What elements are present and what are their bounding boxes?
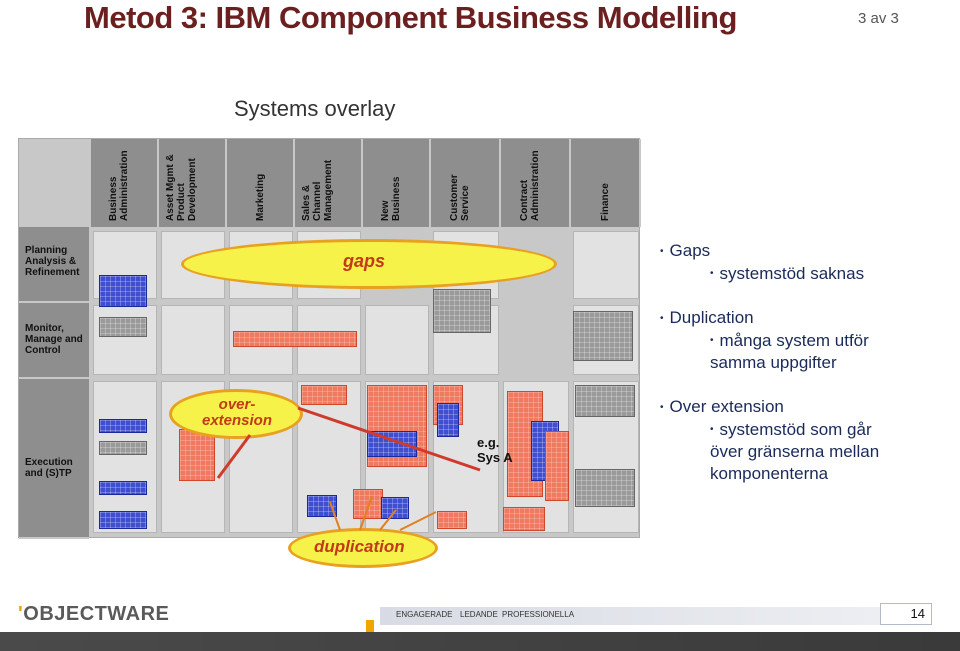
system-block xyxy=(575,385,635,417)
value-label: PROFESSIONELLA xyxy=(502,610,575,619)
system-block xyxy=(503,507,545,531)
systems-overlay-diagram: Business Administration Asset Mgmt & Pro… xyxy=(18,138,641,539)
slide-title: Metod 3: IBM Component Business Modellin… xyxy=(84,0,737,35)
system-block xyxy=(573,311,633,361)
column-header: Finance xyxy=(571,139,641,227)
objectware-logo: 'OBJECTWARE xyxy=(18,603,169,626)
component-cell xyxy=(93,305,157,375)
column-header: Sales & Channel Management xyxy=(295,139,363,227)
system-block xyxy=(99,481,147,495)
bullet-dot-icon: • xyxy=(710,424,714,436)
component-cell xyxy=(365,305,429,375)
component-cell xyxy=(573,231,639,299)
example-system-label: e.g. Sys A xyxy=(477,435,513,465)
row-header: Execution and (S)TP xyxy=(19,379,89,539)
column-header: Asset Mgmt & Product Development xyxy=(159,139,227,227)
system-block xyxy=(99,419,147,433)
system-block xyxy=(545,431,569,501)
bullet-dot-icon: • xyxy=(710,268,714,280)
column-header: New Business xyxy=(363,139,431,227)
system-block xyxy=(99,511,147,529)
bullet-list: Gaps • systemstöd saknas Duplication • mån… xyxy=(660,240,955,485)
system-block xyxy=(307,495,337,517)
bullet-gaps-sub: • systemstöd saknas xyxy=(660,263,955,286)
column-label: Marketing xyxy=(255,173,266,221)
column-header: Business Administration xyxy=(91,139,159,227)
row-header: Planning Analysis & Refinement xyxy=(19,227,89,303)
gaps-label: gaps xyxy=(343,251,386,271)
slide-counter: 3 av 3 xyxy=(858,10,899,27)
bullet-over-extension-sub-cont: över gränserna mellan xyxy=(710,442,880,462)
bullet-text: många system utför xyxy=(719,330,869,350)
system-block xyxy=(575,469,635,507)
value-label: LEDANDE xyxy=(460,610,498,619)
system-block xyxy=(433,289,491,333)
bullet-over-extension-sub-cont: komponenterna xyxy=(710,464,829,484)
values-bar: ENGAGERADE LEDANDE PROFESSIONELLA xyxy=(380,607,932,625)
logo-mark-icon: ' xyxy=(18,603,24,625)
bullet-dot-icon: • xyxy=(710,335,714,347)
system-block xyxy=(437,511,467,529)
system-block xyxy=(437,403,459,437)
column-label: Sales & Channel Management xyxy=(301,159,334,221)
logo-text: OBJECTWARE xyxy=(23,603,170,625)
system-block xyxy=(233,331,357,347)
component-cell xyxy=(93,381,157,533)
column-label: New Business xyxy=(380,176,402,221)
column-label: Contract Administration xyxy=(519,150,541,221)
system-block xyxy=(367,431,417,457)
column-header: Marketing xyxy=(227,139,295,227)
bullet-over-extension-sub: • systemstöd som går xyxy=(660,419,955,442)
slide-subtitle: Systems overlay xyxy=(234,96,396,121)
duplication-label: duplication xyxy=(314,537,405,556)
overextension-label: over- extension xyxy=(201,396,273,429)
column-label: Business Administration xyxy=(108,150,130,221)
page-number: 14 xyxy=(880,603,932,625)
column-header: Customer Service xyxy=(431,139,501,227)
system-block xyxy=(353,489,383,519)
row-label: Planning Analysis & Refinement xyxy=(25,245,80,278)
system-block xyxy=(99,441,147,455)
column-label: Asset Mgmt & Product Development xyxy=(165,154,198,221)
row-label: Execution and (S)TP xyxy=(25,457,73,479)
column-header: Contract Administration xyxy=(501,139,571,227)
row-label: Monitor, Manage and Control xyxy=(25,323,83,356)
system-block xyxy=(99,275,147,307)
column-label: Customer Service xyxy=(449,174,471,221)
component-cell xyxy=(161,305,225,375)
system-block xyxy=(99,317,147,337)
column-label: Finance xyxy=(600,183,611,221)
bullet-duplication-sub: • många system utför xyxy=(660,330,955,353)
bullet-gaps: Gaps xyxy=(660,240,955,263)
system-block xyxy=(381,497,409,519)
gaps-ellipse xyxy=(181,239,557,289)
system-block xyxy=(301,385,347,405)
bullet-duplication: Duplication xyxy=(660,307,955,330)
value-label: ENGAGERADE xyxy=(396,610,453,619)
bullet-text: systemstöd som går xyxy=(719,419,872,439)
duplication-ellipse xyxy=(288,528,438,568)
bullet-over-extension: Over extension xyxy=(660,396,955,419)
system-block xyxy=(179,429,215,481)
bullet-duplication-sub-cont: samma uppgifter xyxy=(710,353,837,373)
row-header: Monitor, Manage and Control xyxy=(19,303,89,379)
bottom-strip xyxy=(0,632,960,651)
bullet-text: systemstöd saknas xyxy=(719,263,865,283)
